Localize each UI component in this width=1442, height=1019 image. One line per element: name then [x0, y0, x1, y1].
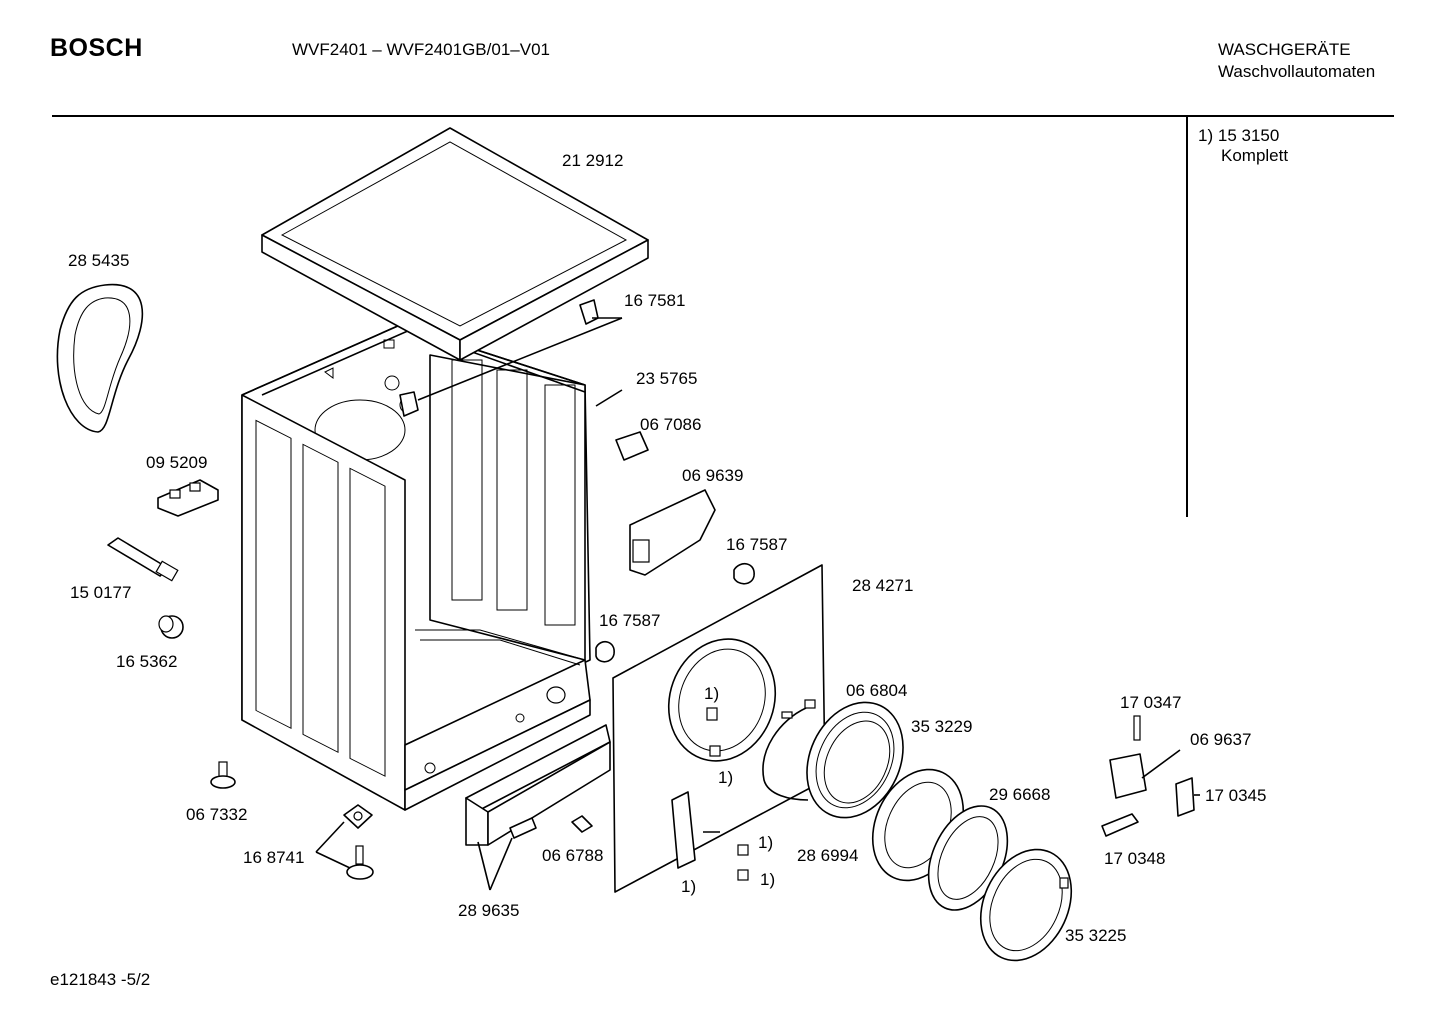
screw-06-6788 [571, 815, 593, 833]
shock-absorber-part [107, 537, 179, 582]
note-markers: 1) 1) 1) 1) 1) [681, 684, 775, 896]
part-label: 06 9639 [682, 466, 743, 485]
part-label: 06 7086 [640, 415, 701, 434]
plinth [465, 724, 611, 846]
part-label: 16 7581 [624, 291, 685, 310]
category-title: WASCHGERÄTE [1218, 40, 1351, 59]
part-label: 09 5209 [146, 453, 207, 472]
note-marker-label: 1) [704, 684, 719, 703]
door-seal-part [56, 283, 144, 433]
part-label: 06 6804 [846, 681, 907, 700]
note-marker: 1) [1198, 126, 1214, 145]
part-label: 35 3229 [911, 717, 972, 736]
part-label: 28 9635 [458, 901, 519, 920]
door-frame-28-6994 [927, 805, 1009, 911]
part-label: 28 5435 [68, 251, 129, 270]
cabinet-frame [241, 324, 591, 811]
note-marker-label: 1) [681, 877, 696, 896]
model-number: WVF2401 – WVF2401GB/01–V01 [292, 40, 550, 59]
part-label: 06 9637 [1190, 730, 1251, 749]
part-label: 35 3225 [1065, 926, 1126, 945]
part-label: 16 5362 [116, 652, 177, 671]
part-label: 21 2912 [562, 151, 623, 170]
bracket-16-7581 [399, 299, 599, 417]
note-part-number: 15 3150 [1217, 126, 1280, 145]
part-label: 06 7332 [186, 805, 247, 824]
note-marker-label: 1) [760, 870, 775, 889]
wire-06-6804 [762, 699, 816, 801]
part-label: 28 4271 [852, 576, 913, 595]
bushing-part [158, 615, 184, 639]
part-label: 23 5765 [636, 369, 697, 388]
part-label: 16 7587 [726, 535, 787, 554]
part-label: 16 8741 [243, 848, 304, 867]
category-subtitle: Waschvollautomaten [1218, 62, 1376, 81]
clip-part [157, 479, 219, 517]
note-marker-label: 1) [718, 768, 733, 787]
door-ring-35-3229 [806, 701, 904, 819]
part-label: 15 0177 [70, 583, 131, 602]
leader-lines [315, 317, 1200, 891]
spring-17-0348 [1101, 813, 1139, 837]
note-divider [1186, 117, 1188, 517]
note-marker-label: 1) [758, 833, 773, 852]
part-label: 16 7587 [599, 611, 660, 630]
foot-16-8741-nut [343, 804, 373, 829]
door-outer-ring-35-3225 [979, 848, 1073, 962]
clip-16-7587-b [595, 641, 615, 663]
header-divider [52, 115, 1394, 117]
note-text: Komplett [1221, 146, 1289, 165]
top-cover [261, 127, 649, 361]
foot-16-8741-screw [346, 845, 374, 880]
part-label: 06 6788 [542, 846, 603, 865]
pin-28-9635 [509, 817, 537, 839]
part-label: 17 0345 [1205, 786, 1266, 805]
part-label: 17 0348 [1104, 849, 1165, 868]
foot-06-7332 [210, 761, 236, 789]
switch-06-7086 [615, 431, 649, 461]
clip-16-7587-a [733, 563, 755, 585]
front-panel [612, 564, 826, 893]
part-label: 29 6668 [989, 785, 1050, 804]
hinge-17-0345 [1175, 777, 1195, 817]
part-labels: 21 2912 28 5435 16 7581 23 5765 06 7086 … [68, 151, 1266, 945]
part-label: 17 0347 [1120, 693, 1181, 712]
handle-06-9637 [1109, 753, 1147, 799]
drawing-id: e121843 -5/2 [50, 970, 151, 989]
part-label: 28 6994 [797, 846, 858, 865]
brand-logo: BOSCH [50, 34, 143, 62]
door-lock-06-9639 [629, 489, 716, 576]
pin-17-0347 [1133, 715, 1141, 741]
note-line: 1) 15 3150 [1198, 126, 1279, 146]
